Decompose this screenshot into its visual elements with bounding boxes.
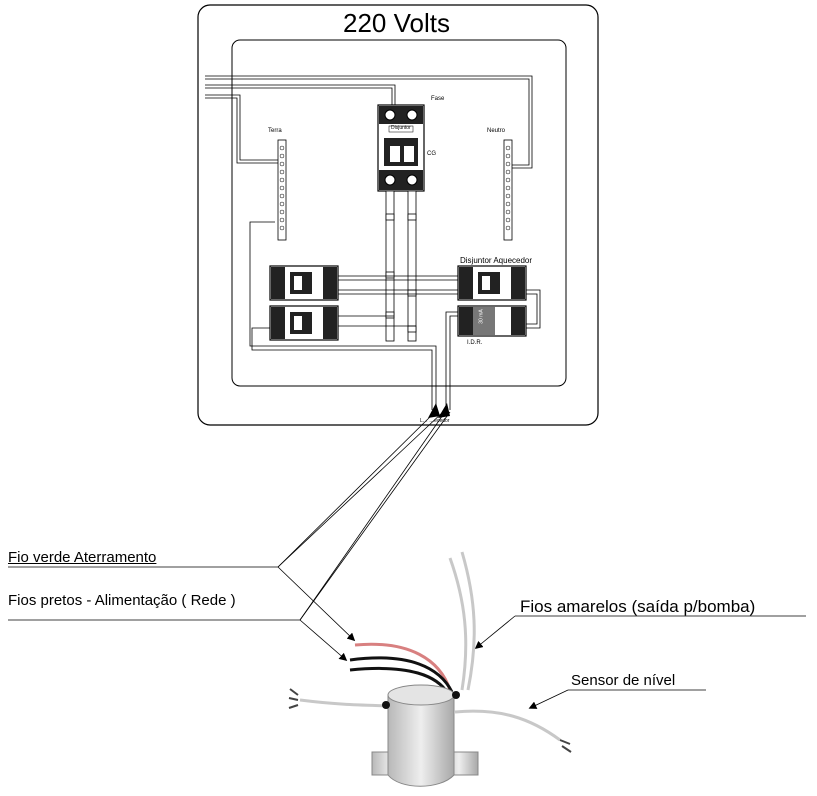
leader-lines <box>8 411 806 709</box>
neutro-busbar <box>503 139 513 241</box>
vertical-busbars <box>385 190 417 342</box>
panel-arrows <box>428 403 450 418</box>
fase-label: Fase <box>431 96 445 102</box>
disjuntor-aquecedor-label: Disjuntor Aquecedor <box>460 256 533 265</box>
outer-panel <box>197 4 599 426</box>
panel-title: 220 Volts <box>343 8 450 38</box>
idr-wiring <box>249 221 541 410</box>
idr-device <box>457 305 527 337</box>
neutro-label: Neutro <box>487 128 506 134</box>
callout-fios-amarelos: Fios amarelos (saída p/bomba) <box>520 597 756 616</box>
inner-plate <box>231 39 567 387</box>
branch-breaker-2 <box>269 305 339 341</box>
callout-fios-pretos: Fios pretos - Alimentação ( Rede ) <box>8 592 236 609</box>
bottom-label: L… …ecedor <box>420 418 450 424</box>
callout-sensor: Sensor de nível <box>571 672 676 689</box>
idr-label: I.D.R. <box>467 340 483 346</box>
incoming-cables <box>205 75 533 169</box>
callout-fio-verde: Fio verde Aterramento <box>8 549 157 566</box>
main-breaker-cg <box>377 104 425 192</box>
terra-busbar <box>277 139 287 241</box>
terra-label: Terra <box>268 128 282 134</box>
cg-label: CG <box>427 151 436 157</box>
breaker-links <box>338 275 458 327</box>
heater-breaker <box>457 265 527 301</box>
breaker-tag: Disjuntor <box>391 125 411 131</box>
idr-rating: 30 mA <box>478 309 485 324</box>
level-controller-device <box>288 551 572 787</box>
branch-breaker-1 <box>269 265 339 301</box>
